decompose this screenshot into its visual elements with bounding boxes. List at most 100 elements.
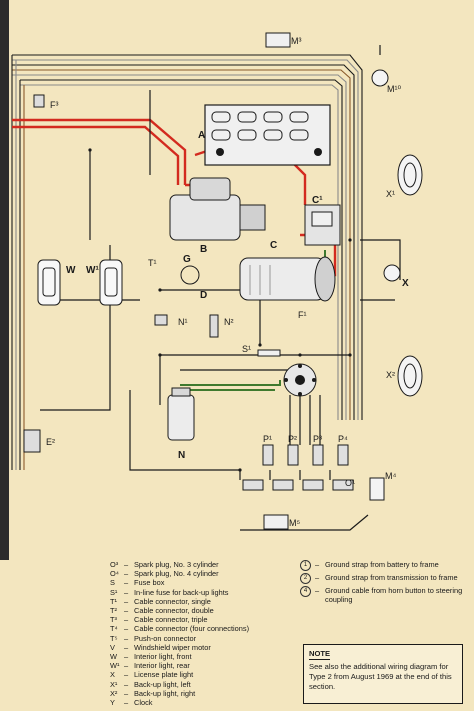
label-b: B — [200, 244, 207, 255]
label-t1: T¹ — [148, 258, 157, 268]
switch-e2 — [23, 429, 41, 453]
note-box: NOTE See also the additional wiring diag… — [303, 644, 463, 704]
legend-dash: – — [124, 688, 129, 698]
label-m3: M³ — [291, 36, 302, 46]
legend-code: W¹ — [110, 661, 120, 671]
legend-item: T¹–Cable connector, single — [110, 597, 300, 606]
oil-pressure-sender — [154, 314, 168, 326]
ground-dash: – — [315, 586, 320, 595]
legend-text: Push-on connector — [134, 633, 197, 643]
legend-item: S¹–In-line fuse for back-up lights — [110, 588, 300, 597]
legend-item: S–Fuse box — [110, 578, 300, 587]
legend-text: Fuse box — [134, 578, 165, 588]
legend-dash: – — [124, 642, 129, 652]
legend-dash: – — [124, 624, 129, 634]
wire-black — [40, 45, 401, 531]
voltage-regulator — [304, 204, 341, 246]
legend-dash: – — [124, 679, 129, 689]
wiring-diagram: A B C¹ C D G T¹ — [0, 0, 423, 560]
note-text: See also the additional wiring diagram f… — [309, 662, 452, 691]
label-p1: P¹ — [263, 434, 272, 444]
legend-code: V — [110, 642, 115, 652]
inline-fuse — [257, 349, 281, 357]
label-e2: E² — [46, 437, 55, 447]
legend-item: W¹–Interior light, rear — [110, 661, 300, 670]
legend-code: T⁵ — [110, 633, 118, 643]
label-f3: F³ — [50, 100, 59, 110]
ground-number: 2 — [300, 573, 311, 584]
legend-dash: – — [124, 633, 129, 643]
legend-text: Interior light, rear — [134, 661, 190, 671]
backup-light-left — [397, 154, 423, 196]
label-c1: C¹ — [312, 195, 323, 206]
legend-text: Cable connector (four connections) — [134, 624, 250, 634]
legend-code: T³ — [110, 615, 117, 625]
ground-item: 2–Ground strap from transmission to fram… — [300, 573, 470, 584]
license-plate-light — [383, 264, 401, 282]
legend-text: Spark plug, No. 4 cylinder — [134, 569, 219, 579]
label-p4: P⁴ — [338, 434, 348, 444]
legend-code: X² — [110, 688, 118, 698]
label-m5: M⁵ — [289, 518, 300, 528]
label-w: W — [66, 265, 76, 276]
legend-code: T¹ — [110, 596, 117, 606]
legend-code: Y — [110, 698, 115, 708]
interior-light-front — [37, 259, 61, 306]
backup-light-right — [397, 355, 423, 397]
ground-item: 1–Ground strap from battery to frame — [300, 560, 470, 571]
legend-item: T⁴–Cable connector (four connections) — [110, 624, 300, 633]
label-c: C — [270, 240, 277, 251]
oil-pressure-switch — [180, 265, 200, 285]
label-x: X — [402, 278, 409, 289]
legend-text: Cable connector, double — [134, 606, 214, 616]
label-n1: N¹ — [178, 317, 188, 327]
connector-dots — [88, 148, 352, 472]
door-switch — [33, 94, 45, 108]
ground-dash: – — [315, 560, 320, 569]
legend-code: W — [110, 652, 117, 662]
ground-item: 4–Ground cable from horn button to steer… — [300, 586, 470, 604]
legend-dash: – — [124, 569, 129, 579]
legend-text: In-line fuse for back-up lights — [134, 587, 229, 597]
legend-item: X¹–Back-up light, left — [110, 680, 300, 689]
legend-text: Clock — [134, 698, 153, 708]
legend-dash: – — [124, 698, 129, 708]
legend-code: T² — [110, 606, 117, 616]
ground-text: Ground strap from transmission to frame — [325, 573, 458, 582]
label-p2: P² — [288, 434, 297, 444]
legend-item: V–Windshield wiper motor — [110, 643, 300, 652]
label-p3: P³ — [313, 434, 322, 444]
legend-text: License plate light — [134, 670, 194, 680]
legend-code: S — [110, 578, 115, 588]
legend-dash: – — [124, 587, 129, 597]
legend-code: T⁴ — [110, 624, 118, 634]
m3-marker — [265, 32, 291, 48]
ground-number: 4 — [300, 586, 311, 597]
m5-marker — [263, 514, 289, 530]
label-w1: W¹ — [86, 265, 99, 276]
legend-text: Back-up light, right — [134, 688, 196, 698]
legend-text: Cable connector, triple — [134, 615, 208, 625]
label-n2: N² — [224, 317, 234, 327]
legend-item: X²–Back-up light, right — [110, 689, 300, 698]
tail-light-m10 — [371, 69, 389, 87]
legend-text: Cable connector, single — [134, 596, 211, 606]
page-binding — [0, 0, 9, 560]
label-m4: M⁴ — [385, 471, 396, 481]
legend-code: X¹ — [110, 679, 118, 689]
legend-dash: – — [124, 661, 129, 671]
ground-text: Ground cable from horn button to steerin… — [325, 586, 463, 605]
starter-motor — [169, 177, 266, 241]
legend-dash: – — [124, 670, 129, 680]
label-o1: O¹ — [345, 478, 355, 488]
legend-item: O⁴–Spark plug, No. 4 cylinder — [110, 569, 300, 578]
distributor — [283, 363, 317, 397]
legend-dash: – — [124, 578, 129, 588]
engine-block — [204, 104, 331, 166]
interior-light-rear — [99, 259, 123, 306]
legend-text: Back-up light, left — [134, 679, 191, 689]
label-d: D — [200, 290, 207, 301]
legend-text: Spark plug, No. 3 cylinder — [134, 560, 219, 569]
